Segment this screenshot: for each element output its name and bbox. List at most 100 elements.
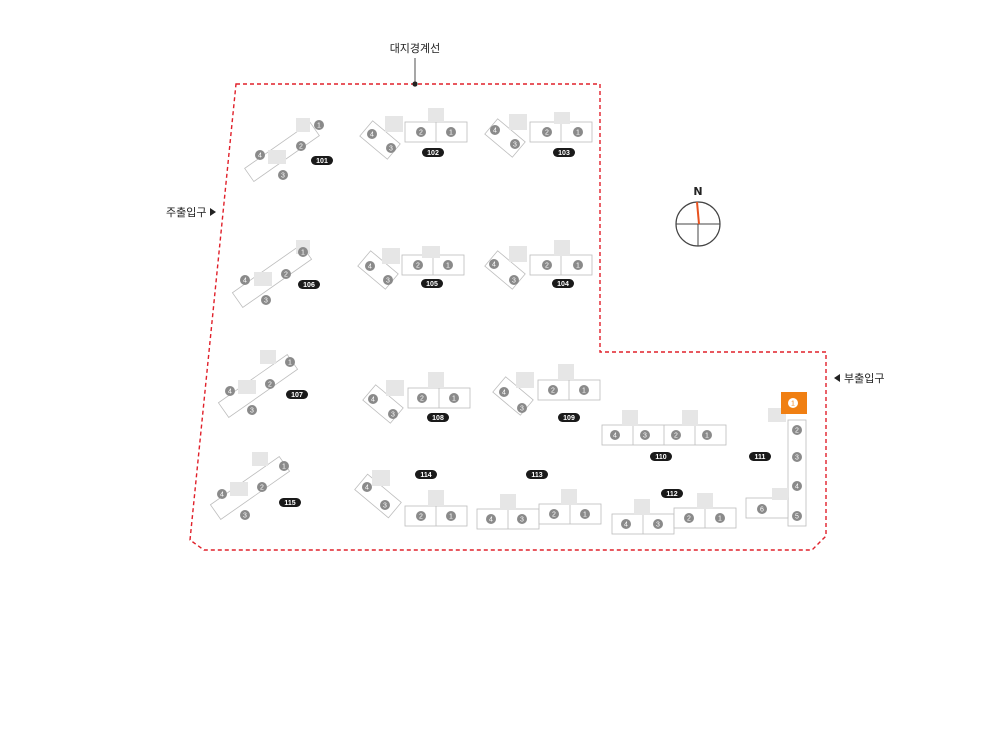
svg-text:3: 3	[513, 142, 517, 149]
svg-text:3: 3	[520, 406, 524, 413]
svg-text:3: 3	[383, 503, 387, 510]
svg-text:3: 3	[243, 513, 247, 520]
boundary-leader-dot	[412, 81, 418, 87]
building-112[interactable]: 4 3 2 1 112	[611, 489, 737, 535]
svg-text:4: 4	[795, 484, 799, 491]
svg-text:1: 1	[582, 388, 586, 395]
building-113[interactable]: 4 3 2 1 113	[476, 470, 602, 530]
svg-text:1: 1	[449, 514, 453, 521]
svg-text:4: 4	[365, 485, 369, 492]
svg-text:3: 3	[520, 517, 524, 524]
main-entrance-label: 주출입구	[166, 206, 206, 219]
svg-text:3: 3	[250, 408, 254, 415]
svg-text:3: 3	[386, 278, 390, 285]
building-114[interactable]: 4 3 2 1 114	[354, 470, 468, 527]
svg-text:1: 1	[317, 123, 321, 130]
svg-text:4: 4	[243, 278, 247, 285]
building-104[interactable]: 4 3 2 1 104	[484, 240, 593, 290]
svg-text:4: 4	[613, 433, 617, 440]
svg-text:2: 2	[260, 485, 264, 492]
svg-text:101: 101	[316, 158, 328, 165]
sub-entrance-label: 부출입구	[844, 372, 884, 385]
building-107[interactable]: 1 2 4 3 107	[217, 350, 308, 419]
svg-text:1: 1	[449, 130, 453, 137]
svg-text:1: 1	[452, 396, 456, 403]
svg-text:2: 2	[419, 514, 423, 521]
building-110[interactable]: 4 3 2 1 110	[601, 410, 727, 461]
svg-text:2: 2	[299, 144, 303, 151]
svg-text:1: 1	[576, 130, 580, 137]
compass-icon: N	[675, 185, 721, 247]
compass-needle	[696, 201, 700, 225]
svg-text:4: 4	[624, 522, 628, 529]
svg-text:3: 3	[389, 146, 393, 153]
svg-text:2: 2	[545, 130, 549, 137]
svg-text:114: 114	[420, 472, 431, 479]
svg-text:3: 3	[391, 412, 395, 419]
building-115[interactable]: 1 2 4 3 115	[209, 452, 301, 521]
svg-text:3: 3	[656, 522, 660, 529]
svg-text:111: 111	[755, 454, 766, 461]
svg-text:105: 105	[426, 281, 438, 288]
building-106[interactable]: 1 2 4 3 106	[231, 240, 320, 309]
boundary-label: 대지경계선	[390, 42, 441, 55]
svg-text:4: 4	[228, 389, 232, 396]
svg-text:108: 108	[432, 415, 444, 422]
svg-text:4: 4	[370, 132, 374, 139]
svg-text:109: 109	[563, 415, 575, 422]
svg-text:4: 4	[489, 517, 493, 524]
svg-text:3: 3	[643, 433, 647, 440]
svg-text:4: 4	[493, 128, 497, 135]
building-111[interactable]: 1 2 3 4 5 6 111	[745, 392, 807, 527]
compass-north-label: N	[693, 185, 702, 198]
building-105[interactable]: 4 3 2 1 105	[357, 246, 465, 290]
svg-text:106: 106	[303, 282, 315, 289]
svg-text:2: 2	[545, 263, 549, 270]
sub-entrance-arrow-icon	[834, 374, 840, 382]
svg-text:3: 3	[281, 173, 285, 180]
svg-text:3: 3	[264, 298, 268, 305]
building-108[interactable]: 4 3 2 1 108	[362, 372, 471, 424]
svg-text:5: 5	[795, 514, 799, 521]
svg-text:107: 107	[291, 392, 303, 399]
svg-text:110: 110	[655, 454, 666, 461]
svg-text:1: 1	[282, 464, 286, 471]
svg-text:2: 2	[552, 512, 556, 519]
svg-text:1: 1	[705, 433, 709, 440]
svg-text:1: 1	[576, 263, 580, 270]
svg-text:4: 4	[371, 397, 375, 404]
building-103[interactable]: 4 3 2 1 103	[484, 112, 593, 158]
building-102[interactable]: 4 3 2 1 102	[359, 108, 468, 160]
main-entrance-arrow-icon	[210, 208, 216, 216]
svg-text:103: 103	[558, 150, 570, 157]
svg-text:2: 2	[284, 272, 288, 279]
svg-text:1: 1	[791, 401, 795, 408]
svg-text:4: 4	[492, 262, 496, 269]
svg-text:113: 113	[531, 472, 542, 479]
svg-text:2: 2	[687, 516, 691, 523]
svg-text:2: 2	[419, 130, 423, 137]
svg-text:1: 1	[446, 263, 450, 270]
svg-text:2: 2	[416, 263, 420, 270]
svg-text:1: 1	[718, 516, 722, 523]
site-boundary-line	[189, 83, 827, 551]
svg-text:3: 3	[795, 455, 799, 462]
svg-text:1: 1	[288, 360, 292, 367]
svg-text:102: 102	[427, 150, 439, 157]
building-101[interactable]: 1 2 4 3 101	[244, 118, 333, 183]
svg-text:115: 115	[284, 500, 295, 507]
svg-text:3: 3	[512, 278, 516, 285]
svg-text:1: 1	[301, 250, 305, 257]
svg-text:2: 2	[268, 382, 272, 389]
svg-text:6: 6	[760, 507, 764, 514]
svg-text:4: 4	[368, 264, 372, 271]
svg-text:4: 4	[502, 390, 506, 397]
svg-text:4: 4	[220, 492, 224, 499]
svg-text:2: 2	[551, 388, 555, 395]
svg-text:104: 104	[557, 281, 569, 288]
svg-text:2: 2	[420, 396, 424, 403]
svg-text:2: 2	[795, 428, 799, 435]
building-109[interactable]: 4 3 2 1 109	[492, 364, 601, 422]
svg-text:112: 112	[666, 491, 677, 498]
